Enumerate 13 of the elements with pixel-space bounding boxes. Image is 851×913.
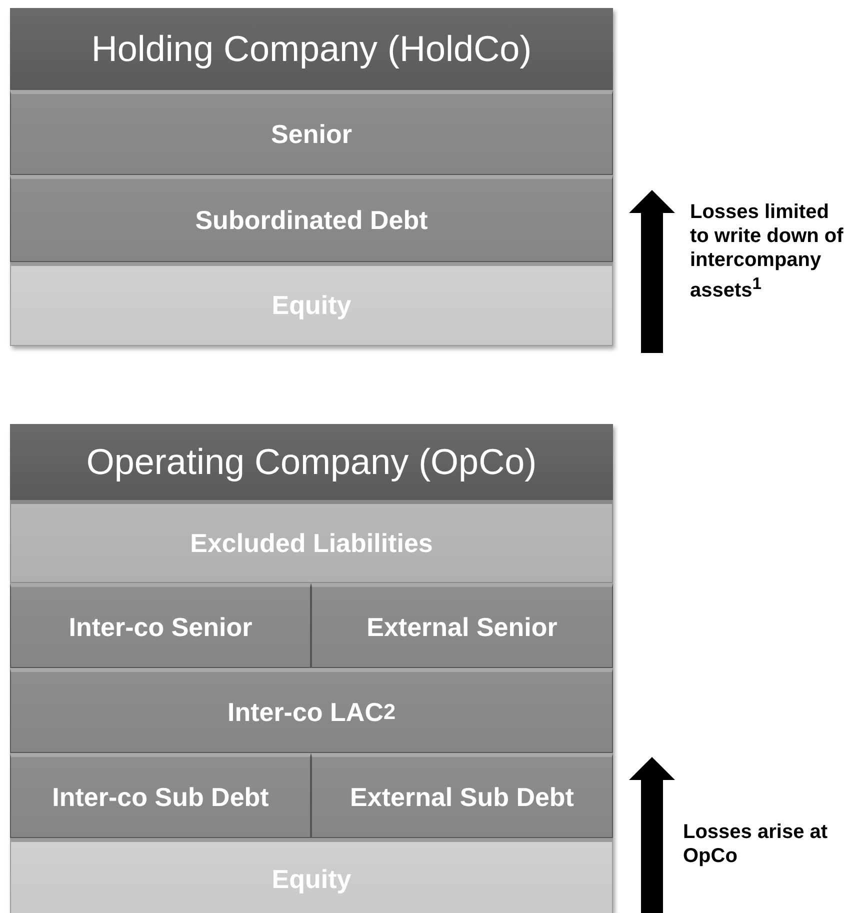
capital-layer: External Senior [311,583,613,668]
company-heading: Holding Company (HoldCo) [10,8,613,91]
company-stack [10,424,613,913]
company-stack [10,8,613,346]
note-text: Losses limited to write down of intercompany assets$^{1}$ [690,200,844,303]
company-heading: Operating Company (OpCo) [10,424,613,501]
capital-layer: Excluded Liabilities [10,500,613,583]
note-text: Losses arise at OpCo [683,820,829,868]
capital-layer: Subordinated Debt [10,175,613,262]
capital-layer: Inter-co Sub Debt [10,753,311,838]
capital-layer: External Sub Debt [311,753,613,838]
capital-layer: Senior [10,90,613,175]
capital-layer: Inter-co Senior [10,583,311,668]
